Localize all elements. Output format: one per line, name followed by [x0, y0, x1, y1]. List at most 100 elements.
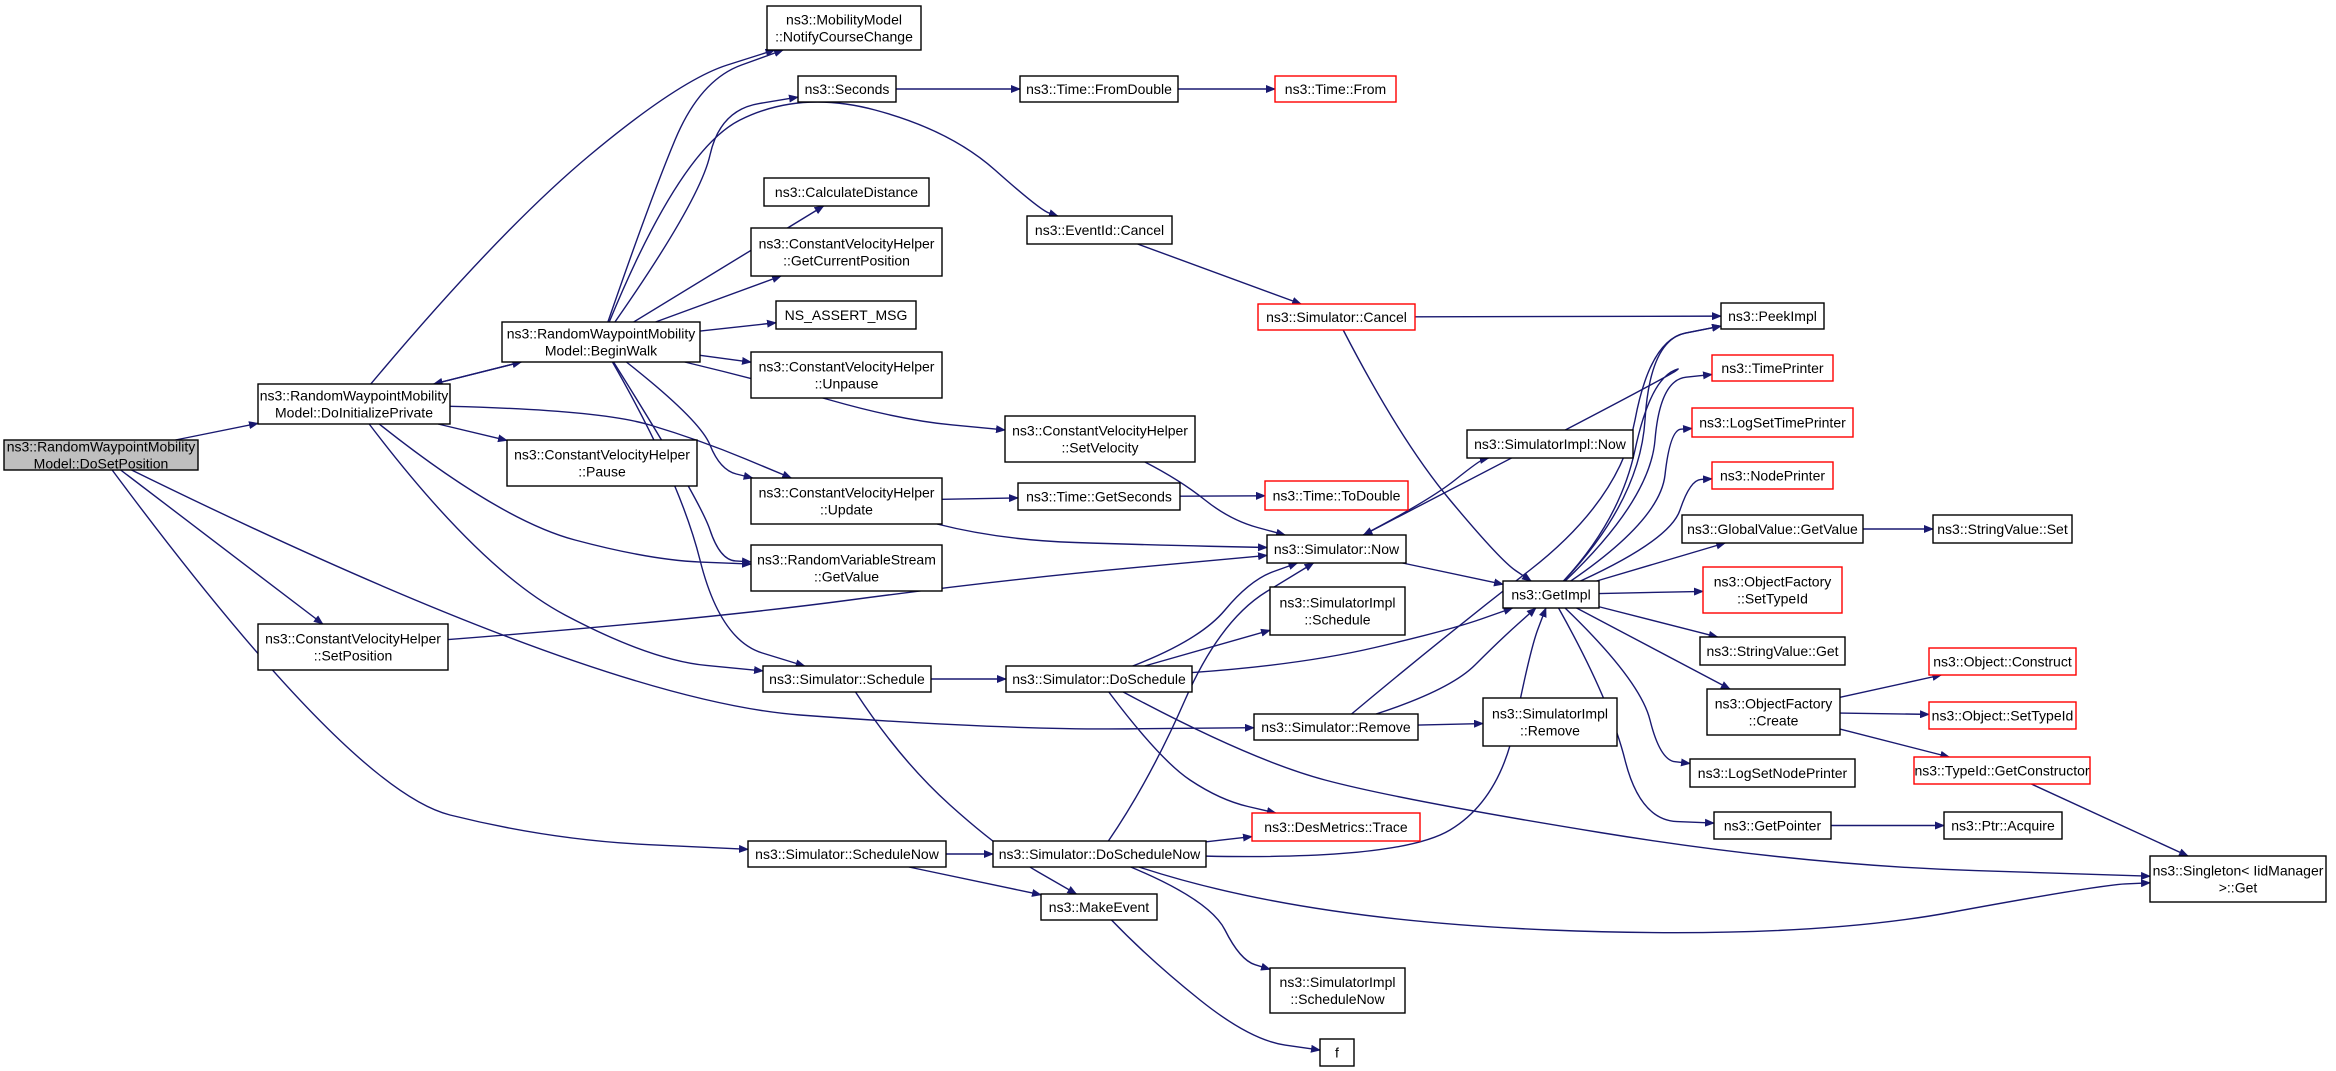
- node-cvh_pause[interactable]: ns3::ConstantVelocityHelper::Pause: [506, 439, 698, 487]
- node-desmetrics[interactable]: ns3::DesMetrics::Trace: [1251, 812, 1421, 842]
- node-sim_remove[interactable]: ns3::Simulator::Remove: [1253, 713, 1419, 741]
- node-time_from[interactable]: ns3::Time::From: [1274, 75, 1397, 103]
- node-time_getsec[interactable]: ns3::Time::GetSeconds: [1017, 482, 1181, 511]
- node-seconds[interactable]: ns3::Seconds: [797, 75, 897, 103]
- node-box: [1482, 697, 1618, 747]
- node-sim_cancel[interactable]: ns3::Simulator::Cancel: [1257, 303, 1416, 331]
- node-logsettime[interactable]: ns3::LogSetTimePrinter: [1691, 407, 1854, 438]
- node-label: ::Update: [820, 502, 873, 518]
- node-simimpl_now[interactable]: ns3::SimulatorImpl::Now: [1466, 429, 1634, 459]
- node-box: [750, 351, 943, 399]
- node-label: ns3::StringValue::Get: [1706, 643, 1838, 659]
- node-label: ns3::ObjectFactory: [1715, 696, 1833, 712]
- edge-getimpl-to-sim_now: [1362, 368, 1679, 582]
- node-simimpl_sched[interactable]: ns3::SimulatorImpl::Schedule: [1269, 586, 1406, 636]
- node-box: [1257, 303, 1416, 331]
- node-label: ns3::ConstantVelocityHelper: [1012, 423, 1188, 439]
- node-cvh_getcur[interactable]: ns3::ConstantVelocityHelper::GetCurrentP…: [750, 227, 943, 277]
- node-label: ns3::SimulatorImpl: [1280, 974, 1396, 990]
- node-box: [1502, 580, 1600, 609]
- node-sv_get[interactable]: ns3::StringValue::Get: [1699, 636, 1846, 666]
- node-label: ns3::ObjectFactory: [1714, 574, 1832, 590]
- node-gv_getvalue[interactable]: ns3::GlobalValue::GetValue: [1681, 514, 1864, 544]
- node-sv_set[interactable]: ns3::StringValue::Set: [1932, 514, 2073, 544]
- edge-sim_cancel-to-getimpl: [1342, 329, 1532, 582]
- edge-getimpl-to-of_create: [1576, 607, 1731, 690]
- node-box: [1689, 758, 1856, 788]
- node-box: [775, 300, 917, 330]
- node-beginwalk[interactable]: ns3::RandomWaypointMobilityModel::BeginW…: [501, 321, 701, 363]
- node-of_settypeid[interactable]: ns3::ObjectFactory::SetTypeId: [1702, 566, 1843, 614]
- node-box: [1928, 701, 2077, 730]
- node-label: ns3::ConstantVelocityHelper: [759, 359, 935, 375]
- node-label: ns3::Object::SetTypeId: [1932, 708, 2074, 724]
- node-box: [1932, 514, 2073, 544]
- node-calcdist[interactable]: ns3::CalculateDistance: [763, 177, 930, 207]
- node-timeprinter[interactable]: ns3::TimePrinter: [1711, 354, 1834, 382]
- edge-beginwalk-to-sim_sched: [611, 361, 806, 668]
- edge-getimpl-to-of_settypeid: [1598, 587, 1704, 596]
- edge-beginwalk-to-cvh_getcur: [655, 275, 782, 323]
- node-label: ns3::GlobalValue::GetValue: [1687, 521, 1858, 537]
- node-getimpl[interactable]: ns3::GetImpl: [1502, 580, 1600, 609]
- node-label: ns3::Object::Construct: [1933, 654, 2072, 670]
- node-cvh_setvel[interactable]: ns3::ConstantVelocityHelper::SetVelocity: [1004, 415, 1196, 463]
- node-cvh_update[interactable]: ns3::ConstantVelocityHelper::Update: [750, 477, 943, 525]
- node-sim_schednow[interactable]: ns3::Simulator::ScheduleNow: [747, 840, 947, 868]
- node-rvs_get[interactable]: ns3::RandomVariableStream::GetValue: [750, 544, 943, 592]
- node-label: ::GetValue: [814, 569, 879, 585]
- node-peekimpl[interactable]: ns3::PeekImpl: [1720, 302, 1825, 330]
- node-ptr_acquire[interactable]: ns3::Ptr::Acquire: [1943, 811, 2063, 840]
- edge-sim_dosched-to-simimpl_sched: [1144, 628, 1271, 667]
- node-label: ns3::Simulator::DoScheduleNow: [999, 846, 1201, 862]
- node-label: ns3::EventId::Cancel: [1035, 222, 1164, 238]
- node-box: [1681, 514, 1864, 544]
- node-box: [1702, 566, 1843, 614]
- node-makeevent[interactable]: ns3::MakeEvent: [1040, 893, 1158, 921]
- edge-beginwalk-to-cvh_update: [625, 361, 754, 480]
- edge-beginwalk-to-rvs_get: [612, 361, 752, 566]
- node-getpointer[interactable]: ns3::GetPointer: [1713, 811, 1832, 840]
- edge-sim_doschednow-to-singleton_get: [1138, 866, 2151, 934]
- node-time_todouble[interactable]: ns3::Time::ToDouble: [1264, 480, 1409, 511]
- node-nodeprinter[interactable]: ns3::NodePrinter: [1711, 461, 1834, 490]
- node-label: ns3::Simulator::ScheduleNow: [755, 846, 940, 862]
- node-sim_sched[interactable]: ns3::Simulator::Schedule: [762, 665, 932, 693]
- node-eventid_cancel[interactable]: ns3::EventId::Cancel: [1026, 215, 1173, 245]
- edge-beginwalk-to-doinit: [432, 361, 522, 386]
- node-cvh_setpos[interactable]: ns3::ConstantVelocityHelper::SetPosition: [257, 623, 449, 671]
- node-singleton_get[interactable]: ns3::Singleton< IidManager>::Get: [2149, 855, 2327, 903]
- node-label: ns3::StringValue::Set: [1937, 521, 2068, 537]
- node-assert[interactable]: NS_ASSERT_MSG: [775, 300, 917, 330]
- node-label: ns3::CalculateDistance: [775, 184, 918, 200]
- edge-beginwalk-to-seconds: [614, 94, 799, 323]
- node-label: ns3::Simulator::DoSchedule: [1012, 671, 1186, 687]
- node-label: ns3::Seconds: [805, 81, 890, 97]
- node-doinit[interactable]: ns3::RandomWaypointMobilityModel::DoInit…: [257, 383, 451, 425]
- node-typeid_getctor[interactable]: ns3::TypeId::GetConstructor: [1913, 756, 2091, 785]
- node-simimpl_schednow[interactable]: ns3::SimulatorImpl::ScheduleNow: [1269, 967, 1406, 1014]
- node-box: [1264, 480, 1409, 511]
- node-cvh_unpause[interactable]: ns3::ConstantVelocityHelper::Unpause: [750, 351, 943, 399]
- node-of_create[interactable]: ns3::ObjectFactory::Create: [1706, 688, 1841, 736]
- node-box: [1040, 893, 1158, 921]
- node-notify[interactable]: ns3::MobilityModel::NotifyCourseChange: [766, 5, 922, 51]
- node-logsetnode[interactable]: ns3::LogSetNodePrinter: [1689, 758, 1856, 788]
- node-obj_construct[interactable]: ns3::Object::Construct: [1928, 647, 2077, 676]
- node-time_fromdouble[interactable]: ns3::Time::FromDouble: [1019, 75, 1179, 103]
- node-label: ns3::Simulator::Now: [1274, 541, 1400, 557]
- edge-doset-to-sim_schednow: [111, 469, 749, 853]
- edge-sim_schednow-to-makeevent: [908, 866, 1042, 897]
- node-sim_dosched[interactable]: ns3::Simulator::DoSchedule: [1005, 665, 1193, 693]
- edge-beginwalk-to-cvh_setvel: [684, 361, 1006, 434]
- edge-sim_dosched-to-desmetrics: [1108, 691, 1277, 815]
- node-doset[interactable]: ns3::RandomWaypointMobilityModel::DoSetP…: [3, 439, 199, 472]
- node-label: ns3::Simulator::Cancel: [1266, 309, 1407, 325]
- node-f[interactable]: f: [1319, 1038, 1355, 1067]
- node-obj_settypeid[interactable]: ns3::Object::SetTypeId: [1928, 701, 2077, 730]
- node-box: [1913, 756, 2091, 785]
- node-sim_doschednow[interactable]: ns3::Simulator::DoScheduleNow: [992, 840, 1207, 868]
- node-simimpl_remove[interactable]: ns3::SimulatorImpl::Remove: [1482, 697, 1618, 747]
- node-sim_now[interactable]: ns3::Simulator::Now: [1266, 534, 1407, 564]
- edge-getimpl-to-logsetnode: [1564, 607, 1691, 767]
